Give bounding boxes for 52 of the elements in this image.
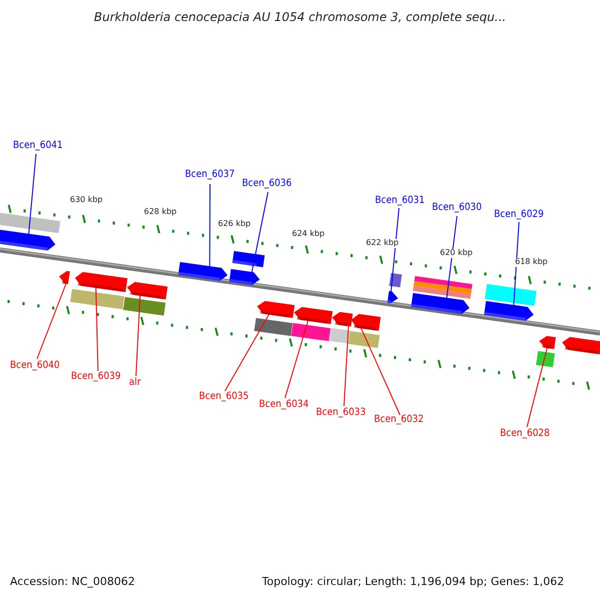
gene-block [178, 262, 228, 281]
gene-label: Bcen_6028 [500, 428, 550, 439]
gene-block [351, 314, 381, 331]
gene-label: Bcen_6031 [375, 195, 425, 206]
gene-label: Bcen_6029 [494, 209, 544, 220]
leader-line [344, 325, 349, 406]
footer-text: Accession: NC_008062 [10, 576, 136, 588]
scale-label: 624 kbp [292, 230, 325, 239]
gene-block [387, 291, 398, 304]
gene-block [75, 272, 128, 292]
gene-label: Bcen_6034 [259, 399, 309, 410]
gene-label: Bcen_6033 [316, 407, 366, 418]
leader-line [513, 222, 520, 306]
gene-block [484, 301, 534, 321]
gene-label: alr [129, 377, 141, 388]
title: Burkholderia cenocepacia AU 1054 chromosome 3, complete sequ... [93, 11, 507, 24]
gene-block [411, 293, 470, 314]
gene-label: Bcen_6039 [71, 371, 121, 382]
gene-block [59, 270, 70, 284]
gene-label: Bcen_6037 [185, 169, 235, 180]
leader-line [28, 154, 36, 235]
scale-label: 622 kbp [366, 239, 399, 248]
leader-line [360, 327, 400, 416]
leader-line [36, 283, 67, 360]
gene-block [332, 312, 353, 327]
gene-label: Bcen_6030 [432, 202, 482, 213]
scale-label: 630 kbp [70, 196, 103, 205]
gene-block [562, 336, 600, 354]
leader-line [136, 294, 141, 376]
gene-label: Bcen_6035 [199, 391, 249, 402]
leader-line [284, 320, 309, 398]
gene-label: Bcen_6040 [10, 360, 60, 371]
scale-label: 628 kbp [144, 208, 177, 217]
gene-label: Bcen_6036 [242, 178, 292, 189]
gene-block [127, 282, 168, 300]
leader-line [209, 184, 210, 268]
gene-block [0, 229, 56, 251]
leader-line [446, 216, 458, 299]
leader-line [224, 314, 270, 392]
leader-line [251, 192, 268, 273]
scale-label: 626 kbp [218, 220, 251, 229]
leader-line [390, 208, 400, 292]
scale-label: 618 kbp [515, 258, 548, 267]
leader-line [95, 287, 98, 372]
gene-block [229, 269, 260, 286]
scale-label: 620 kbp [440, 249, 473, 258]
footer-text: Topology: circular; Length: 1,196,094 bp; Genes: 1,062 [262, 576, 564, 588]
leader-line [526, 347, 548, 428]
gene-label: Bcen_6032 [374, 414, 424, 425]
gene-block [539, 336, 556, 350]
gene-block [257, 300, 295, 318]
gene-label: Bcen_6041 [13, 140, 63, 151]
